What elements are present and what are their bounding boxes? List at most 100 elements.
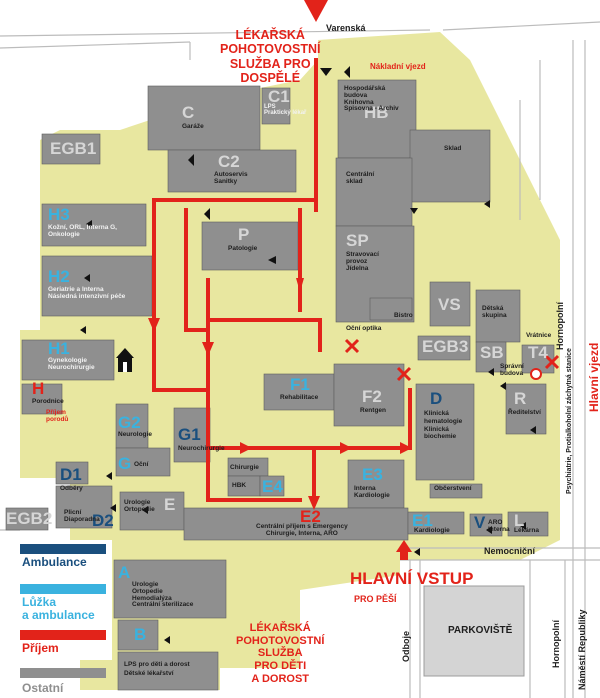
building-obcerstveni [429, 483, 483, 499]
main-vehicle-entry-label: Hlavní vjezd [587, 342, 600, 412]
building-e3 [347, 459, 405, 509]
legend-swatch-admission [20, 630, 106, 640]
building-d2-code: D2 [92, 511, 114, 530]
building-centralni-sklad [335, 157, 413, 227]
building-d-sub: Klinická hematologie Klinická biochemie [424, 410, 463, 441]
legend-ambulance: Ambulance [22, 555, 87, 569]
building-l [507, 511, 549, 537]
child-emergency-label: LÉKAŘSKÁ POHOTOVOSTNÍ SLUŽBA PRO DĚTI A … [236, 622, 325, 685]
building-c-sub: Garáže [182, 123, 204, 130]
building-b-sub: LPS pro děti a dorost Dětské lékařství [124, 661, 190, 678]
building-e2-code: E2 [300, 507, 321, 526]
building-optics: Oční optika [346, 325, 382, 332]
building-v-code: V [474, 513, 486, 532]
building-t4-code: T4 [528, 343, 548, 362]
building-f2-sub: Rentgen [360, 407, 386, 414]
building-f2-code: F2 [362, 387, 382, 406]
parking-label: PARKOVIŠTĚ [448, 625, 513, 636]
building-h-sub: Porodnice [32, 398, 64, 405]
building-g1-code: G1 [178, 425, 201, 444]
building-sp-sub: Stravovací provoz Jídelna [346, 251, 379, 272]
building-egb3 [417, 335, 471, 361]
main-entrance-label: HLAVNÍ VSTUP [350, 569, 474, 588]
building-g-code: G [118, 454, 132, 473]
building-l-sub: Lékárna [514, 527, 539, 534]
building-d1-sub: Odběry [60, 485, 83, 492]
no-entry-icon [530, 368, 542, 380]
building-g2-sub: Neurologie [118, 431, 152, 438]
street-lines [0, 21, 600, 698]
building-h2-sub: Geriatrie a Interna Následná intenzivní … [48, 286, 126, 300]
building-d-code: D [430, 389, 443, 408]
building-central-store-code: Centrální sklad [346, 171, 375, 185]
legend-swatch-other [20, 668, 106, 678]
loading-entry-label: Nákladní vjezd [370, 62, 426, 71]
building-detska-skupina [475, 289, 521, 343]
building-g [115, 447, 171, 477]
building-e4 [259, 475, 285, 497]
building-d2-sub: Plicní Diaporadna [64, 509, 100, 523]
building-p-sub: Patologie [228, 245, 258, 252]
legend-beds: Lůžka a ambulance [22, 595, 95, 622]
building-r-code: R [514, 389, 527, 408]
building-sklad-code: Sklad [444, 145, 462, 152]
legend-admission: Příjem [22, 641, 59, 655]
parking-area [423, 585, 525, 677]
street-odboje: Odboje [401, 631, 411, 662]
building-bistro: Bistro [394, 312, 413, 319]
building-sp-code: SP [346, 231, 369, 250]
legend-swatches [20, 544, 106, 678]
building-e2 [183, 507, 409, 541]
building-g1 [173, 407, 211, 463]
street-hornopolni-bottom: Hornopolní [551, 620, 561, 668]
building-c2-sub: Autoservis Sanitky [214, 171, 248, 185]
building-b-wing [117, 651, 219, 691]
building-h-code: H [32, 379, 45, 398]
building-h2 [41, 255, 153, 317]
building-hbk: HBK [232, 482, 247, 489]
building-sb-code: SB [480, 343, 504, 362]
building-e [119, 491, 185, 531]
building-vs [429, 281, 471, 327]
building-bistro [369, 297, 413, 321]
legend-other: Ostatní [22, 681, 64, 695]
birth-admission-label: Příjem porodů [46, 409, 69, 423]
building-hb-sub: Hospodářská budova Knihovna Spisovna - A… [344, 85, 399, 113]
building-c-code: C [182, 103, 195, 122]
building-c1 [261, 87, 291, 125]
building-sklad [409, 129, 491, 203]
chapel-icon [116, 348, 134, 372]
building-egb1-code: EGB1 [50, 139, 97, 158]
building-f1-code: F1 [290, 375, 310, 394]
building-hb-code: HB [364, 103, 389, 122]
building-g-sub: Oční [134, 461, 149, 468]
building-e3-sub: Interna Kardiologie [354, 485, 390, 499]
pedestrians-label: PRO PĚŠÍ [354, 594, 397, 604]
building-l-code: L [514, 511, 525, 530]
building-c1-code: C1 [268, 87, 290, 106]
building-h [21, 383, 63, 415]
building-v [469, 513, 503, 537]
building-p-code: P [238, 225, 250, 244]
building-children-group: Dětská skupina [482, 305, 507, 319]
building-e3-code: E3 [362, 465, 383, 484]
legend-swatch-ambulance [20, 544, 106, 554]
building-egb1 [41, 133, 101, 165]
building-sb [475, 341, 507, 373]
building-d1-code: D1 [60, 465, 82, 484]
street-namesti-republiky: Náměstí Republiky [577, 609, 587, 690]
street-varenska: Varenská [326, 23, 366, 33]
building-e-sub: Urologie Ortopedie [124, 499, 155, 513]
adult-emergency-label: LÉKAŘSKÁ POHOTOVOSTNÍ SLUŽBA PRO DOSPĚLÉ [220, 28, 321, 86]
street-nemocnicni: Nemocniční [484, 546, 536, 556]
psychiatry-label: Psychiatrie, Protialkoholní záchytná sta… [566, 348, 573, 494]
building-e1-code: E1 [412, 511, 433, 530]
building-h3-code: H3 [48, 205, 70, 224]
building-e2-sub: Centrální příjem s Emergency Chirurgie, … [256, 523, 348, 537]
building-h1-code: H1 [48, 339, 70, 358]
building-hb [337, 79, 417, 159]
building-a-sub: Urologie Ortopedie Hemodialýza Centrální… [132, 581, 194, 609]
building-t4-sub: Vrátnice [526, 332, 552, 339]
building-p [201, 221, 299, 271]
